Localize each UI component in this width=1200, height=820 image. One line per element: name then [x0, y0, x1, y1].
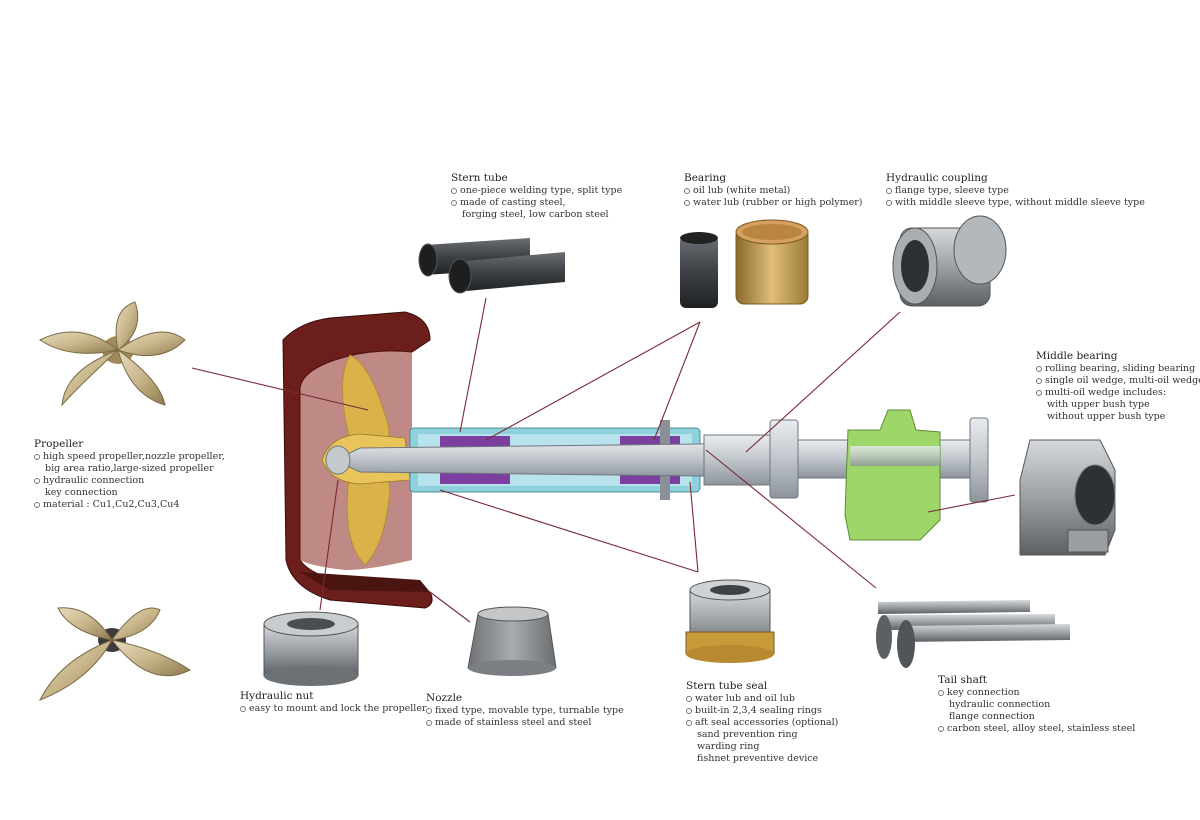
- leader-tail-shaft: [705, 449, 877, 589]
- leader-hydraulic-nut: [319, 479, 339, 611]
- leader-seal-2: [689, 481, 699, 573]
- leader-coupling: [745, 311, 901, 453]
- hydraulic-nut-photo: [263, 611, 359, 686]
- nozzle-photo: [467, 606, 557, 676]
- hydraulic-nut-title: Hydraulic nut: [240, 690, 314, 702]
- bullet-icon: [686, 707, 692, 714]
- bullet-icon: [1036, 389, 1042, 396]
- bearing-label: Bearing oil lub (white metal) water lub …: [684, 172, 863, 209]
- bullet-icon: [451, 199, 457, 206]
- stern-tube-seal-item: built-in 2,3,4 sealing rings: [695, 705, 822, 716]
- leader-bearing-1: [485, 321, 701, 441]
- bullet-icon: [684, 187, 690, 194]
- main-shaft: [325, 417, 989, 503]
- stern-tube-seal-item: water lub and oil lub: [695, 693, 795, 704]
- leader-lines: [191, 297, 1016, 623]
- propeller-subitem: key connection: [45, 487, 118, 498]
- hydraulic-nut-item: easy to mount and lock the propeller: [249, 703, 427, 714]
- leader-stern-tube: [459, 297, 487, 433]
- bearing-item: water lub (rubber or high polymer): [693, 197, 863, 208]
- propeller-label: Propeller high speed propeller,nozzle pr…: [34, 438, 225, 511]
- bullet-icon: [1036, 377, 1042, 384]
- bearing-photo: [680, 219, 809, 308]
- stern-tube-seal-title: Stern tube seal: [686, 680, 768, 692]
- bullet-icon: [684, 199, 690, 206]
- middle-bearing-subitem: without upper bush type: [1047, 411, 1166, 422]
- tail-shaft-item: key connection: [947, 687, 1020, 698]
- middle-bearing-subitem: with upper bush type: [1047, 399, 1150, 410]
- stern-tube-seal-subitem: warding ring: [697, 741, 760, 752]
- leader-bearing-2: [653, 321, 701, 441]
- middle-bearing-item: single oil wedge, multi-oil wedges: [1045, 375, 1200, 386]
- bullet-icon: [34, 453, 40, 460]
- bullet-icon: [938, 689, 944, 696]
- bullet-icon: [34, 501, 40, 508]
- propeller-subitem: big area ratio,large-sized propeller: [45, 463, 214, 474]
- bullet-icon: [34, 477, 40, 484]
- stern-tube-title: Stern tube: [451, 172, 508, 184]
- nozzle-label: Nozzle fixed type, movable type, turnabl…: [426, 692, 624, 729]
- leader-nozzle: [429, 591, 471, 623]
- propeller-title: Propeller: [34, 438, 84, 450]
- stern-tube-subitem: forging steel, low carbon steel: [462, 209, 609, 220]
- bullet-icon: [240, 705, 246, 712]
- tail-shaft-title: Tail shaft: [938, 674, 988, 686]
- bullet-icon: [686, 719, 692, 726]
- propeller-item: hydraulic connection: [43, 475, 145, 486]
- tail-shaft-label: Tail shaft key connection hydraulic conn…: [938, 674, 1135, 735]
- tail-shaft-subitem: hydraulic connection: [949, 699, 1051, 710]
- hydraulic-nut-label: Hydraulic nut easy to mount and lock the…: [240, 690, 427, 715]
- middle-bearing-label: Middle bearing rolling bearing, sliding …: [1036, 350, 1200, 423]
- nozzle-title: Nozzle: [426, 692, 463, 704]
- middle-bearing-title: Middle bearing: [1036, 350, 1118, 362]
- stern-tube-seal-photo: [685, 579, 775, 663]
- propeller-item: high speed propeller,nozzle propeller,: [43, 451, 225, 462]
- bullet-icon: [451, 187, 457, 194]
- stern-tube-seal-subitem: sand prevention ring: [697, 729, 798, 740]
- tail-shaft-item: carbon steel, alloy steel, stainless ste…: [947, 723, 1136, 734]
- hydraulic-coupling-photo: [892, 215, 1007, 307]
- tail-shaft-photo: [876, 600, 1070, 668]
- nozzle-item: made of stainless steel and steel: [435, 717, 592, 728]
- bearing-item: oil lub (white metal): [693, 185, 791, 196]
- propeller-photo-top: [39, 301, 186, 407]
- leader-propeller: [191, 367, 369, 411]
- propeller-photo-bottom: [38, 607, 191, 701]
- stern-tube-seal-label: Stern tube seal water lub and oil lub bu…: [686, 680, 838, 765]
- leader-seal-1: [439, 489, 699, 573]
- hydraulic-coupling-label: Hydraulic coupling flange type, sleeve t…: [886, 172, 1145, 209]
- stern-tube-label: Stern tube one-piece welding type, split…: [451, 172, 622, 221]
- bullet-icon: [426, 719, 432, 726]
- nozzle-item: fixed type, movable type, turnable type: [435, 705, 624, 716]
- hydraulic-coupling-title: Hydraulic coupling: [886, 172, 988, 184]
- stern-tube-seal-subitem: fishnet preventive device: [697, 753, 819, 764]
- bullet-icon: [886, 199, 892, 206]
- stern-tube-item: made of casting steel,: [460, 197, 566, 208]
- tail-shaft-subitem: flange connection: [949, 711, 1035, 722]
- middle-bearing-item: rolling bearing, sliding bearing: [1045, 363, 1196, 374]
- bullet-icon: [686, 695, 692, 702]
- hydraulic-coupling-item: flange type, sleeve type: [895, 185, 1009, 196]
- middle-bearing-block: [844, 409, 941, 541]
- bullet-icon: [426, 707, 432, 714]
- bullet-icon: [1036, 365, 1042, 372]
- propeller-item: material : Cu1,Cu2,Cu3,Cu4: [43, 499, 180, 510]
- hydraulic-coupling-item: with middle sleeve type, without middle …: [895, 197, 1145, 208]
- bullet-icon: [938, 725, 944, 732]
- middle-bearing-item: multi-oil wedge includes:: [1045, 387, 1167, 398]
- leader-middle-bearing: [927, 494, 1016, 513]
- stern-tube-item: one-piece welding type, split type: [460, 185, 623, 196]
- stern-tube-photo: [418, 238, 565, 294]
- bearing-title: Bearing: [684, 172, 727, 184]
- middle-bearing-photo: [1019, 439, 1116, 556]
- bullet-icon: [886, 187, 892, 194]
- stern-tube-seal-item: aft seal accessories (optional): [695, 717, 839, 728]
